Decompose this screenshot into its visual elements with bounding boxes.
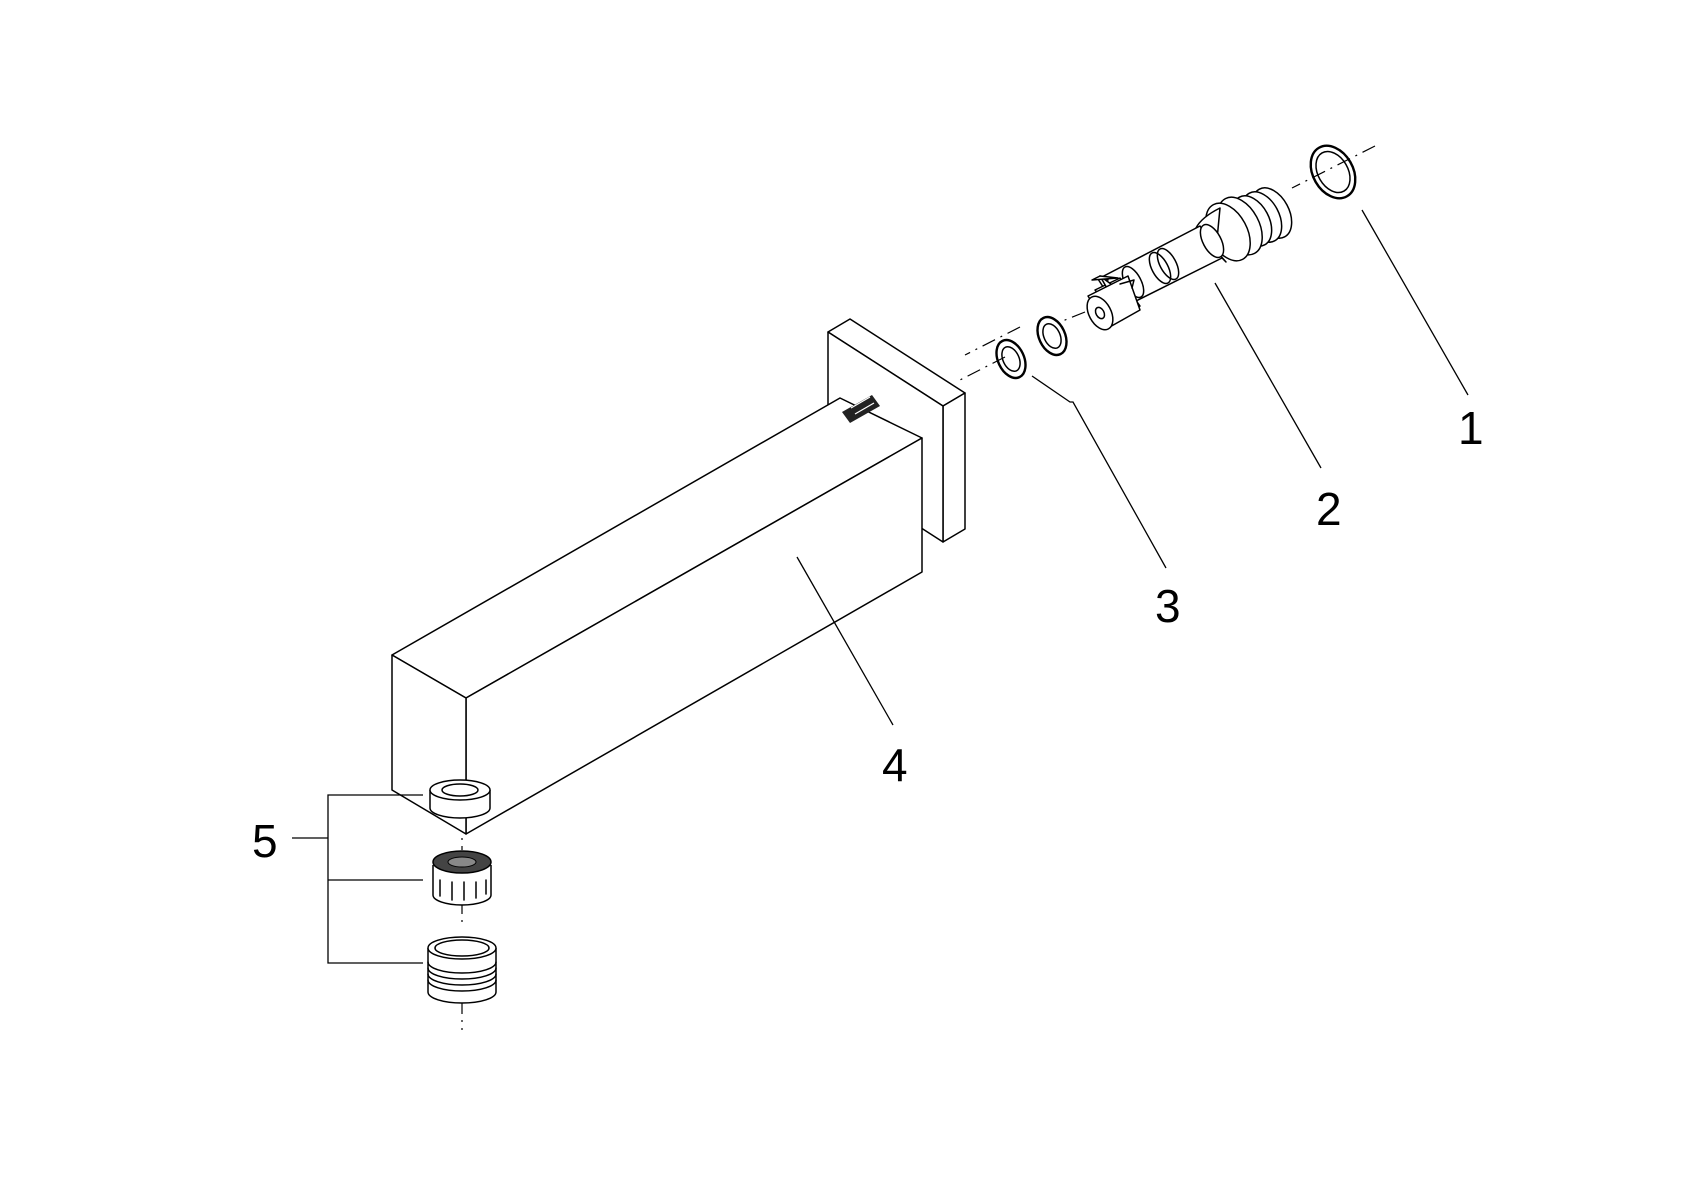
- aerator-set-icon: [427, 779, 497, 1004]
- aerator-insert-icon: [432, 850, 492, 906]
- callout-1: 1: [1458, 402, 1484, 454]
- connection-pipe-icon: [1086, 187, 1293, 331]
- callout-2: 2: [1316, 483, 1342, 535]
- aerator-sleeve-icon: [427, 936, 497, 1004]
- washer-pair-icon: [995, 315, 1068, 380]
- aerator-seal-ring-icon: [429, 779, 491, 819]
- o-ring-icon: [1309, 144, 1357, 200]
- callout-3: 3: [1155, 580, 1181, 632]
- leader-lines: [292, 209, 1469, 964]
- callout-5: 5: [252, 815, 278, 867]
- callout-4: 4: [882, 739, 908, 791]
- spout-icon: [391, 318, 966, 835]
- brand-logo-icon: [842, 395, 880, 423]
